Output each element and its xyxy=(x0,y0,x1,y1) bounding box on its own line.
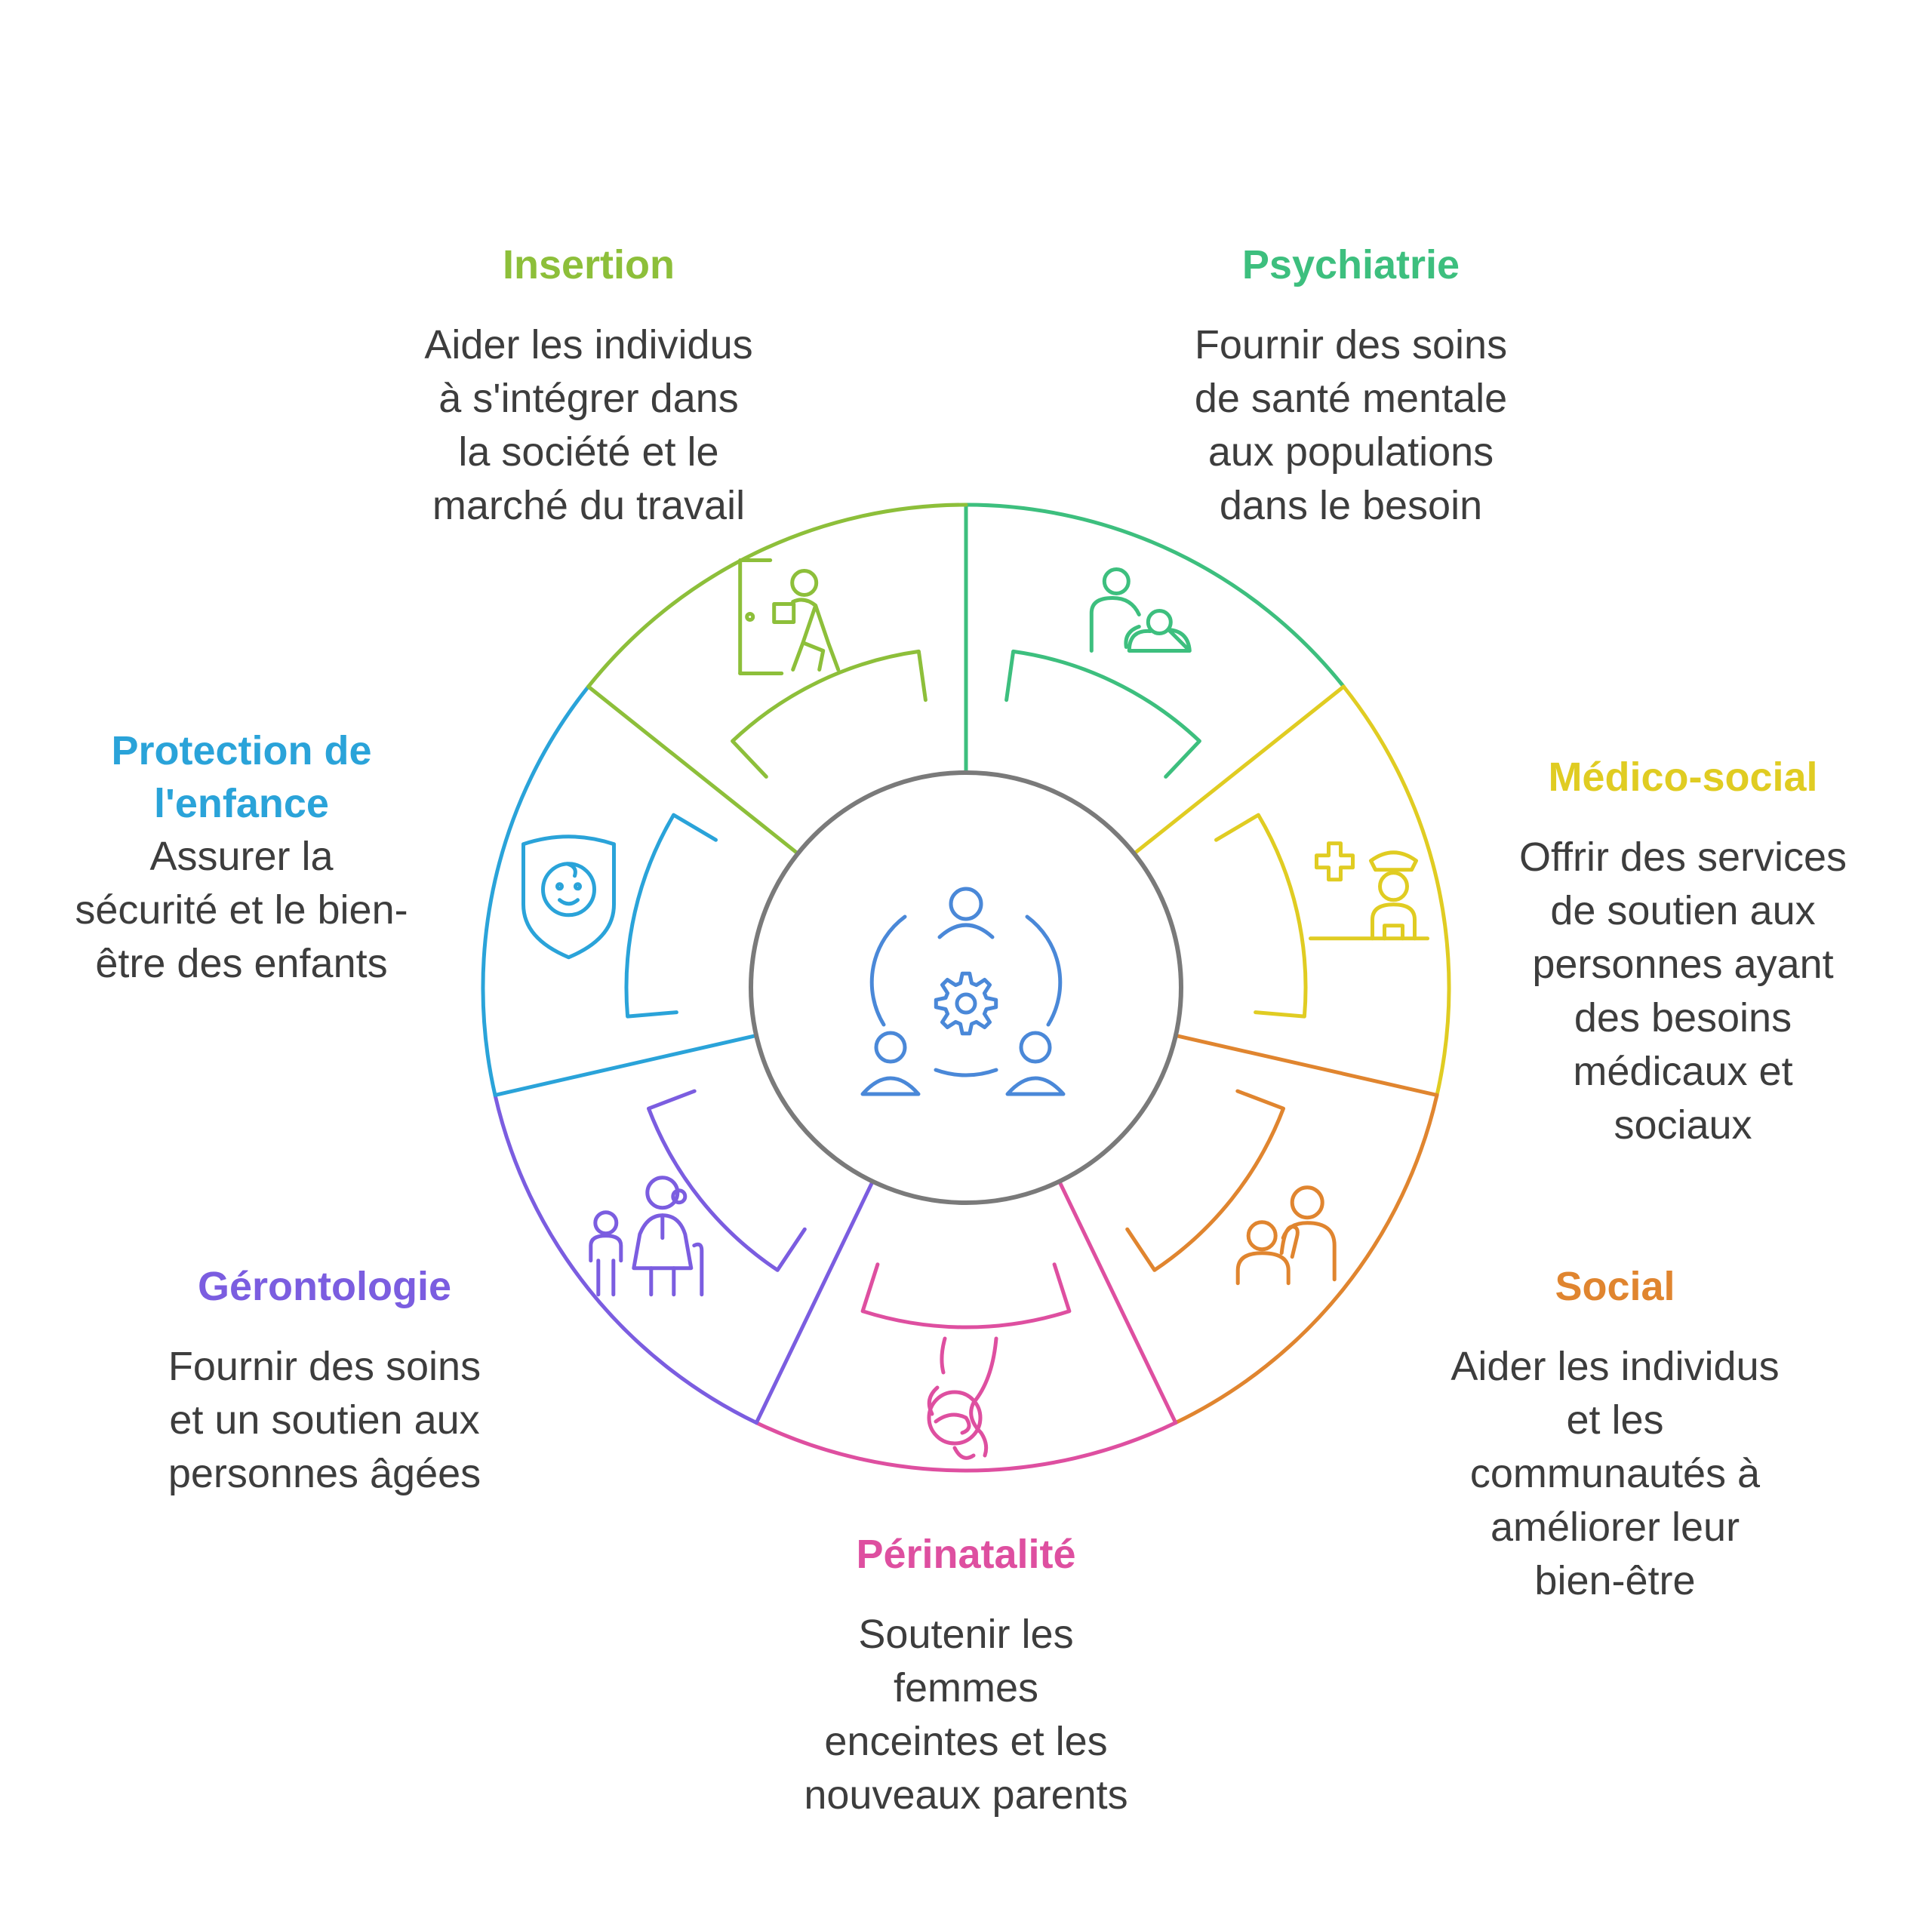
sector-title: Périnatalité xyxy=(856,1532,1076,1577)
sector-title: Psychiatrie xyxy=(1241,242,1460,287)
sector-psychiatrie: Psychiatrie Fournir des soins de santé m… xyxy=(1124,238,1577,533)
sector-description: Fournir des soins de santé mentale aux p… xyxy=(1194,322,1508,528)
sector-protection-enfance: Protection de l'enfance Assurer la sécur… xyxy=(15,724,468,991)
sector-medico-social: Médico-social Offrir des services de sou… xyxy=(1441,751,1924,1152)
sector-gerontologie: Gérontologie Fournir des soins et un sou… xyxy=(98,1260,551,1501)
sector-wedge-perinatalite xyxy=(754,1179,1178,1473)
sector-description: Fournir des soins et un soutien aux pers… xyxy=(168,1344,481,1496)
sector-description: Soutenir les femmes enceintes et les nou… xyxy=(804,1612,1128,1818)
sector-title: Insertion xyxy=(502,242,675,287)
community-gear-icon xyxy=(860,887,1066,1096)
child-shield-icon xyxy=(521,835,616,960)
sector-title: Protection de l'enfance xyxy=(111,728,372,826)
sector-description: Aider les individus et les communautés à… xyxy=(1451,1344,1780,1603)
sector-wedge-social xyxy=(1125,1033,1439,1425)
sector-description: Assurer la sécurité et le bien- être des… xyxy=(75,834,408,986)
nurse-cross-icon xyxy=(1309,841,1429,941)
pregnant-woman-icon xyxy=(927,1336,998,1460)
center-circle xyxy=(749,770,1183,1205)
sector-description: Aider les individus à s'intégrer dans la… xyxy=(424,322,753,528)
sector-wedge-protection-enfance xyxy=(481,684,758,1097)
sector-insertion: Insertion Aider les individus à s'intégr… xyxy=(362,238,815,533)
sector-perinatalite: Périnatalité Soutenir les femmes enceint… xyxy=(740,1528,1192,1822)
sector-title: Social xyxy=(1555,1264,1675,1309)
elderly-with-child-icon xyxy=(589,1176,704,1297)
sector-description: Offrir des services de soutien aux perso… xyxy=(1518,835,1847,1148)
helping-people-icon xyxy=(1235,1185,1337,1286)
sector-wedge-psychiatrie xyxy=(964,503,1346,779)
sector-wedge-insertion xyxy=(586,503,968,856)
worker-door-icon xyxy=(738,558,841,675)
sector-title: Gérontologie xyxy=(198,1264,451,1309)
sector-wedge-gerontologie xyxy=(493,1089,875,1425)
sector-social: Social Aider les individus et les commun… xyxy=(1381,1260,1849,1608)
sector-wedge-medico-social xyxy=(1132,684,1451,1097)
caregiver-patient-icon xyxy=(1089,567,1192,653)
sector-title: Médico-social xyxy=(1548,755,1818,800)
